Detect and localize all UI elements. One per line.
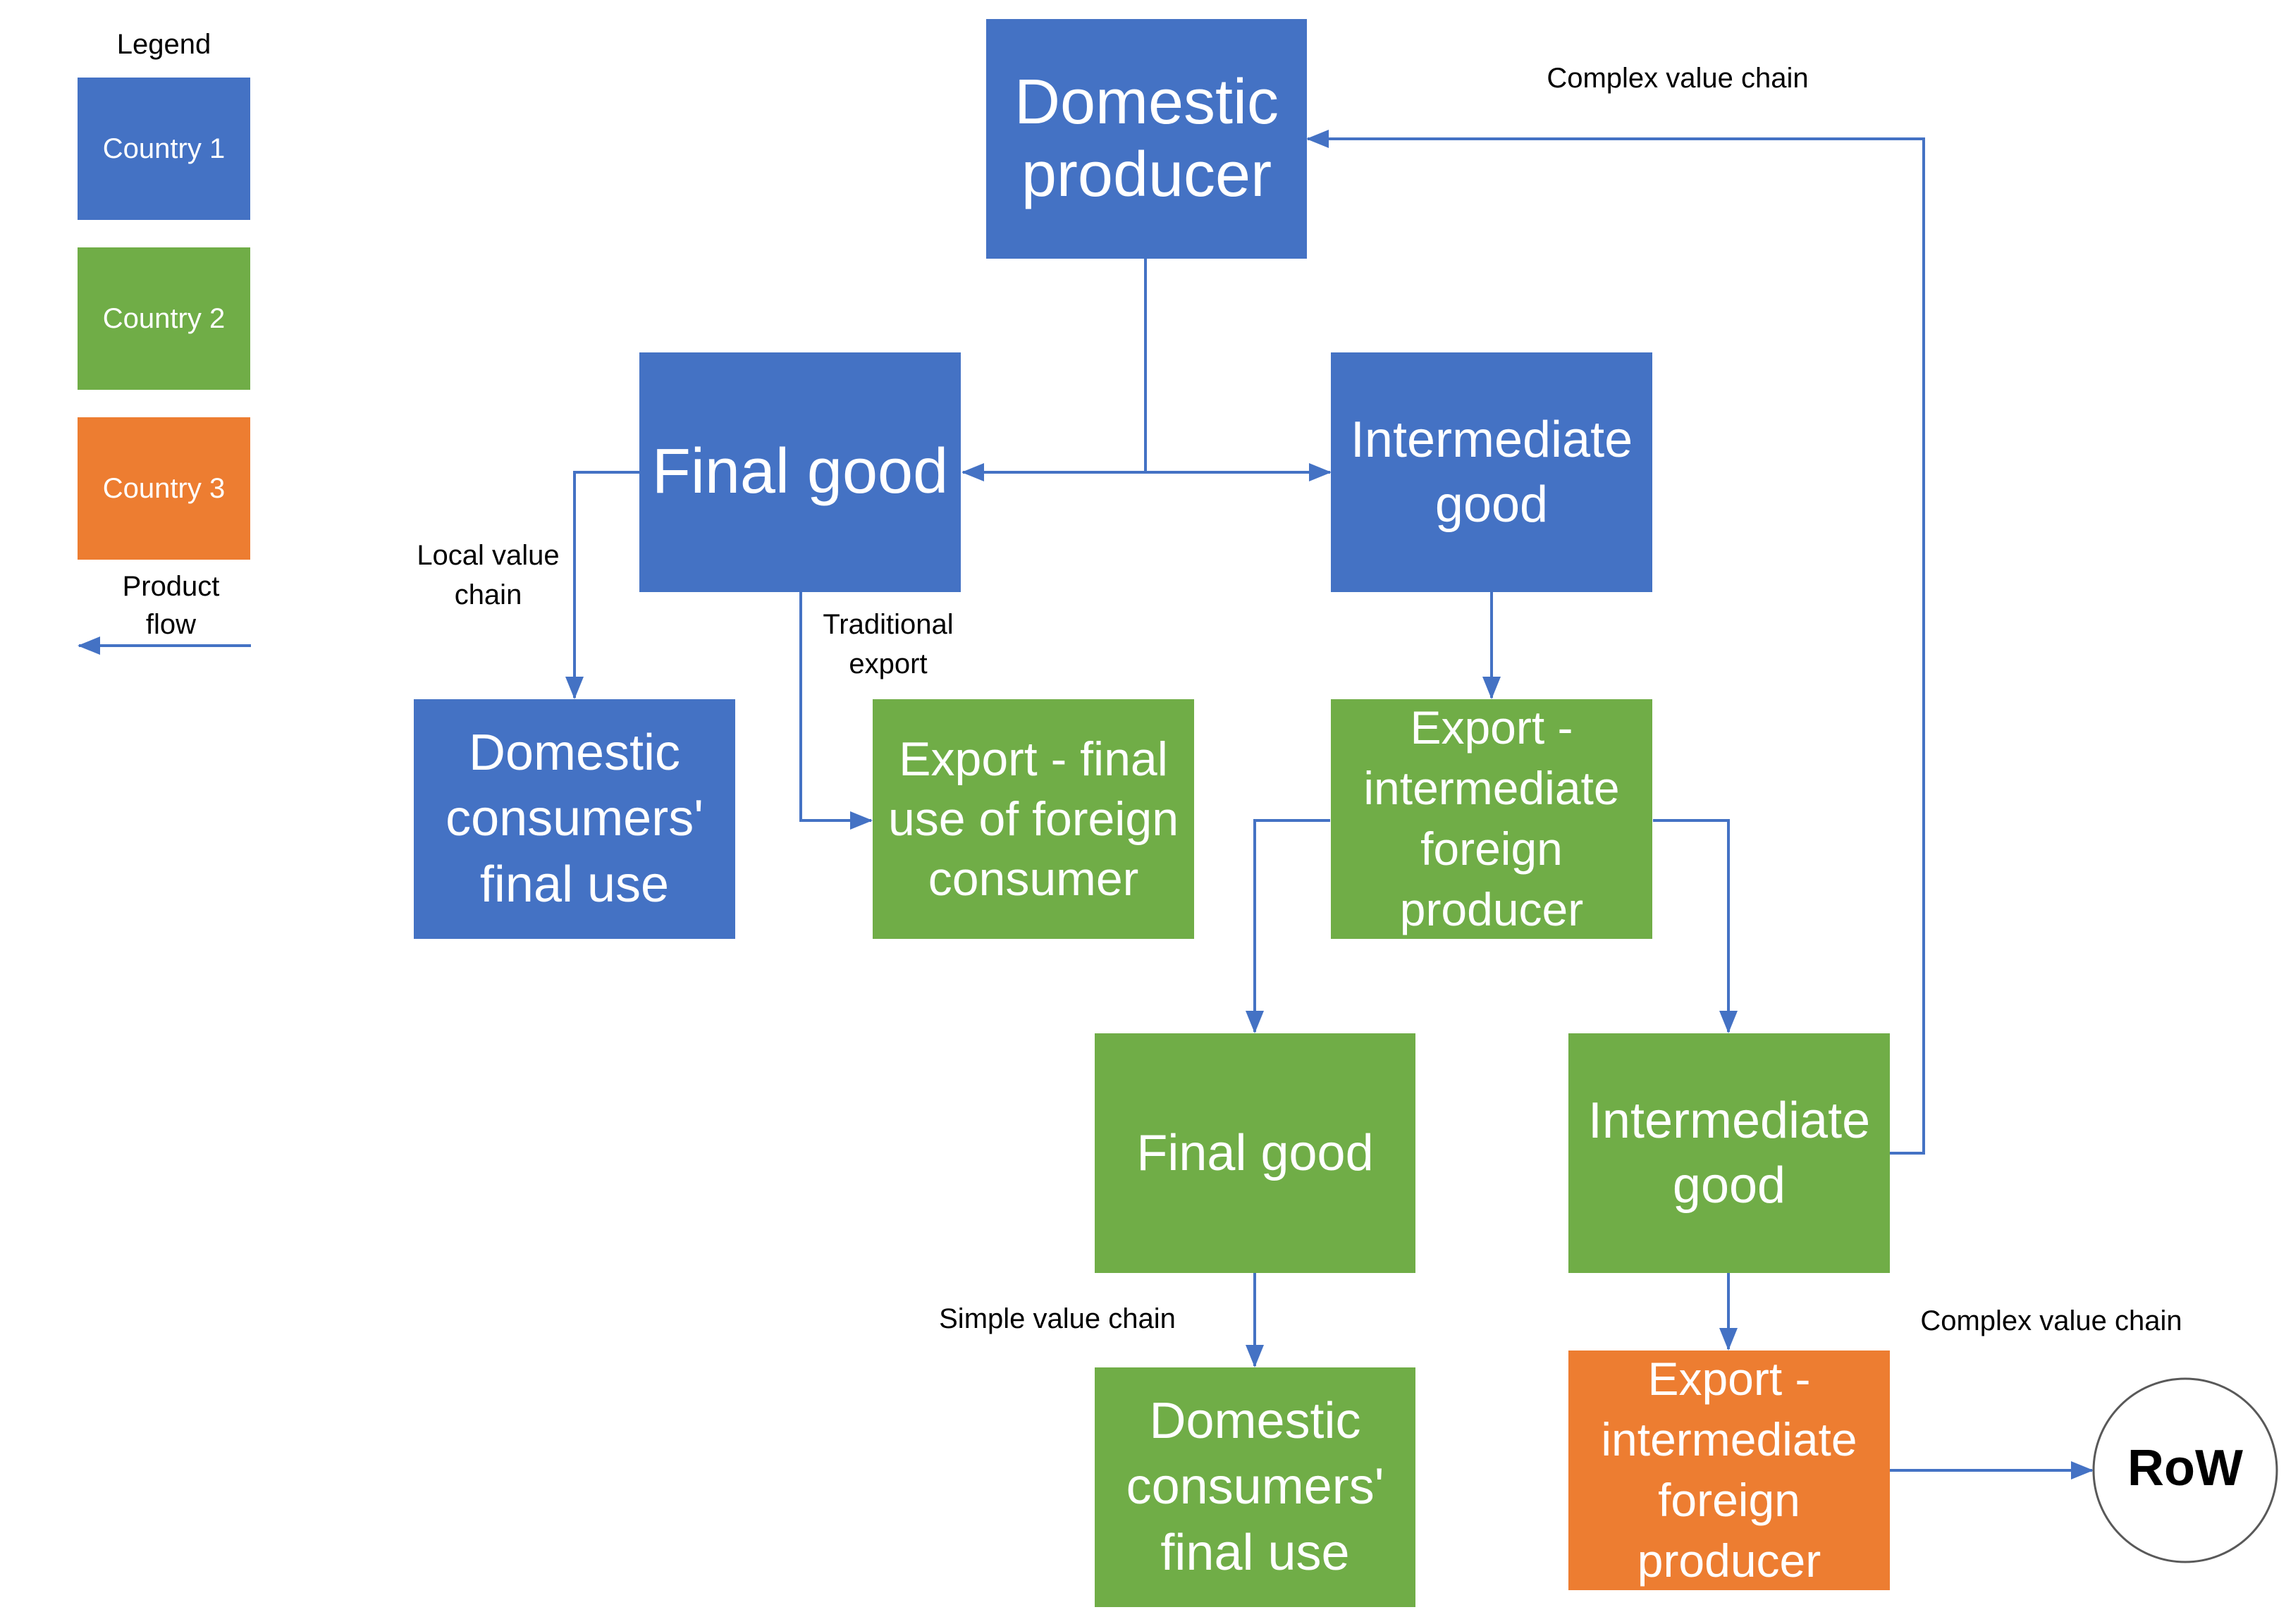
edge-traditional-export (799, 592, 873, 830)
node-export-intermediate-country-3: Export - intermediate foreign producer (1568, 1351, 1890, 1590)
node-row: RoW (2127, 1440, 2243, 1496)
node-final-good-country-1: Final good (639, 352, 961, 592)
edge-local-value-chain (565, 471, 639, 699)
label-simple-value-chain: Simple value chain (939, 1303, 1176, 1334)
legend-country-3: Country 3 (78, 417, 250, 560)
node-domestic-consumers-country-1: Domestic consumers' final use (414, 699, 735, 939)
legend-country-1: Country 1 (78, 78, 250, 220)
node-final-good-country-2: Final good (1095, 1033, 1415, 1273)
node-intermediate-good-country-1: Intermediate good (1331, 352, 1652, 592)
node-export-intermediate-country-2: Export - intermediate foreign producer (1331, 699, 1652, 939)
node-domestic-consumers-country-2: Domestic consumers' final use (1095, 1367, 1415, 1607)
edge-export-final-good-2 (1246, 819, 1330, 1033)
row-circle (2092, 1377, 2278, 1563)
node-intermediate-good-country-2: Intermediate good (1568, 1033, 1890, 1273)
legend-country-2: Country 2 (78, 247, 250, 390)
node-export-final-use: Export - final use of foreign consumer (873, 699, 1194, 939)
edge-complex-value-chain-top (1306, 130, 1925, 1155)
edge-export-intermediate-good-2 (1653, 819, 1738, 1033)
label-complex-value-chain-bottom: Complex value chain (1920, 1305, 2182, 1336)
label-traditional-export: Traditional export (823, 609, 954, 679)
legend-title: Legend (116, 29, 211, 60)
label-complex-value-chain-top: Complex value chain (1547, 63, 1809, 94)
legend-product-flow: Product flow (122, 571, 220, 640)
label-local-value-chain: Local value chain (417, 540, 560, 610)
node-domestic-producer: Domestic producer (986, 19, 1307, 259)
